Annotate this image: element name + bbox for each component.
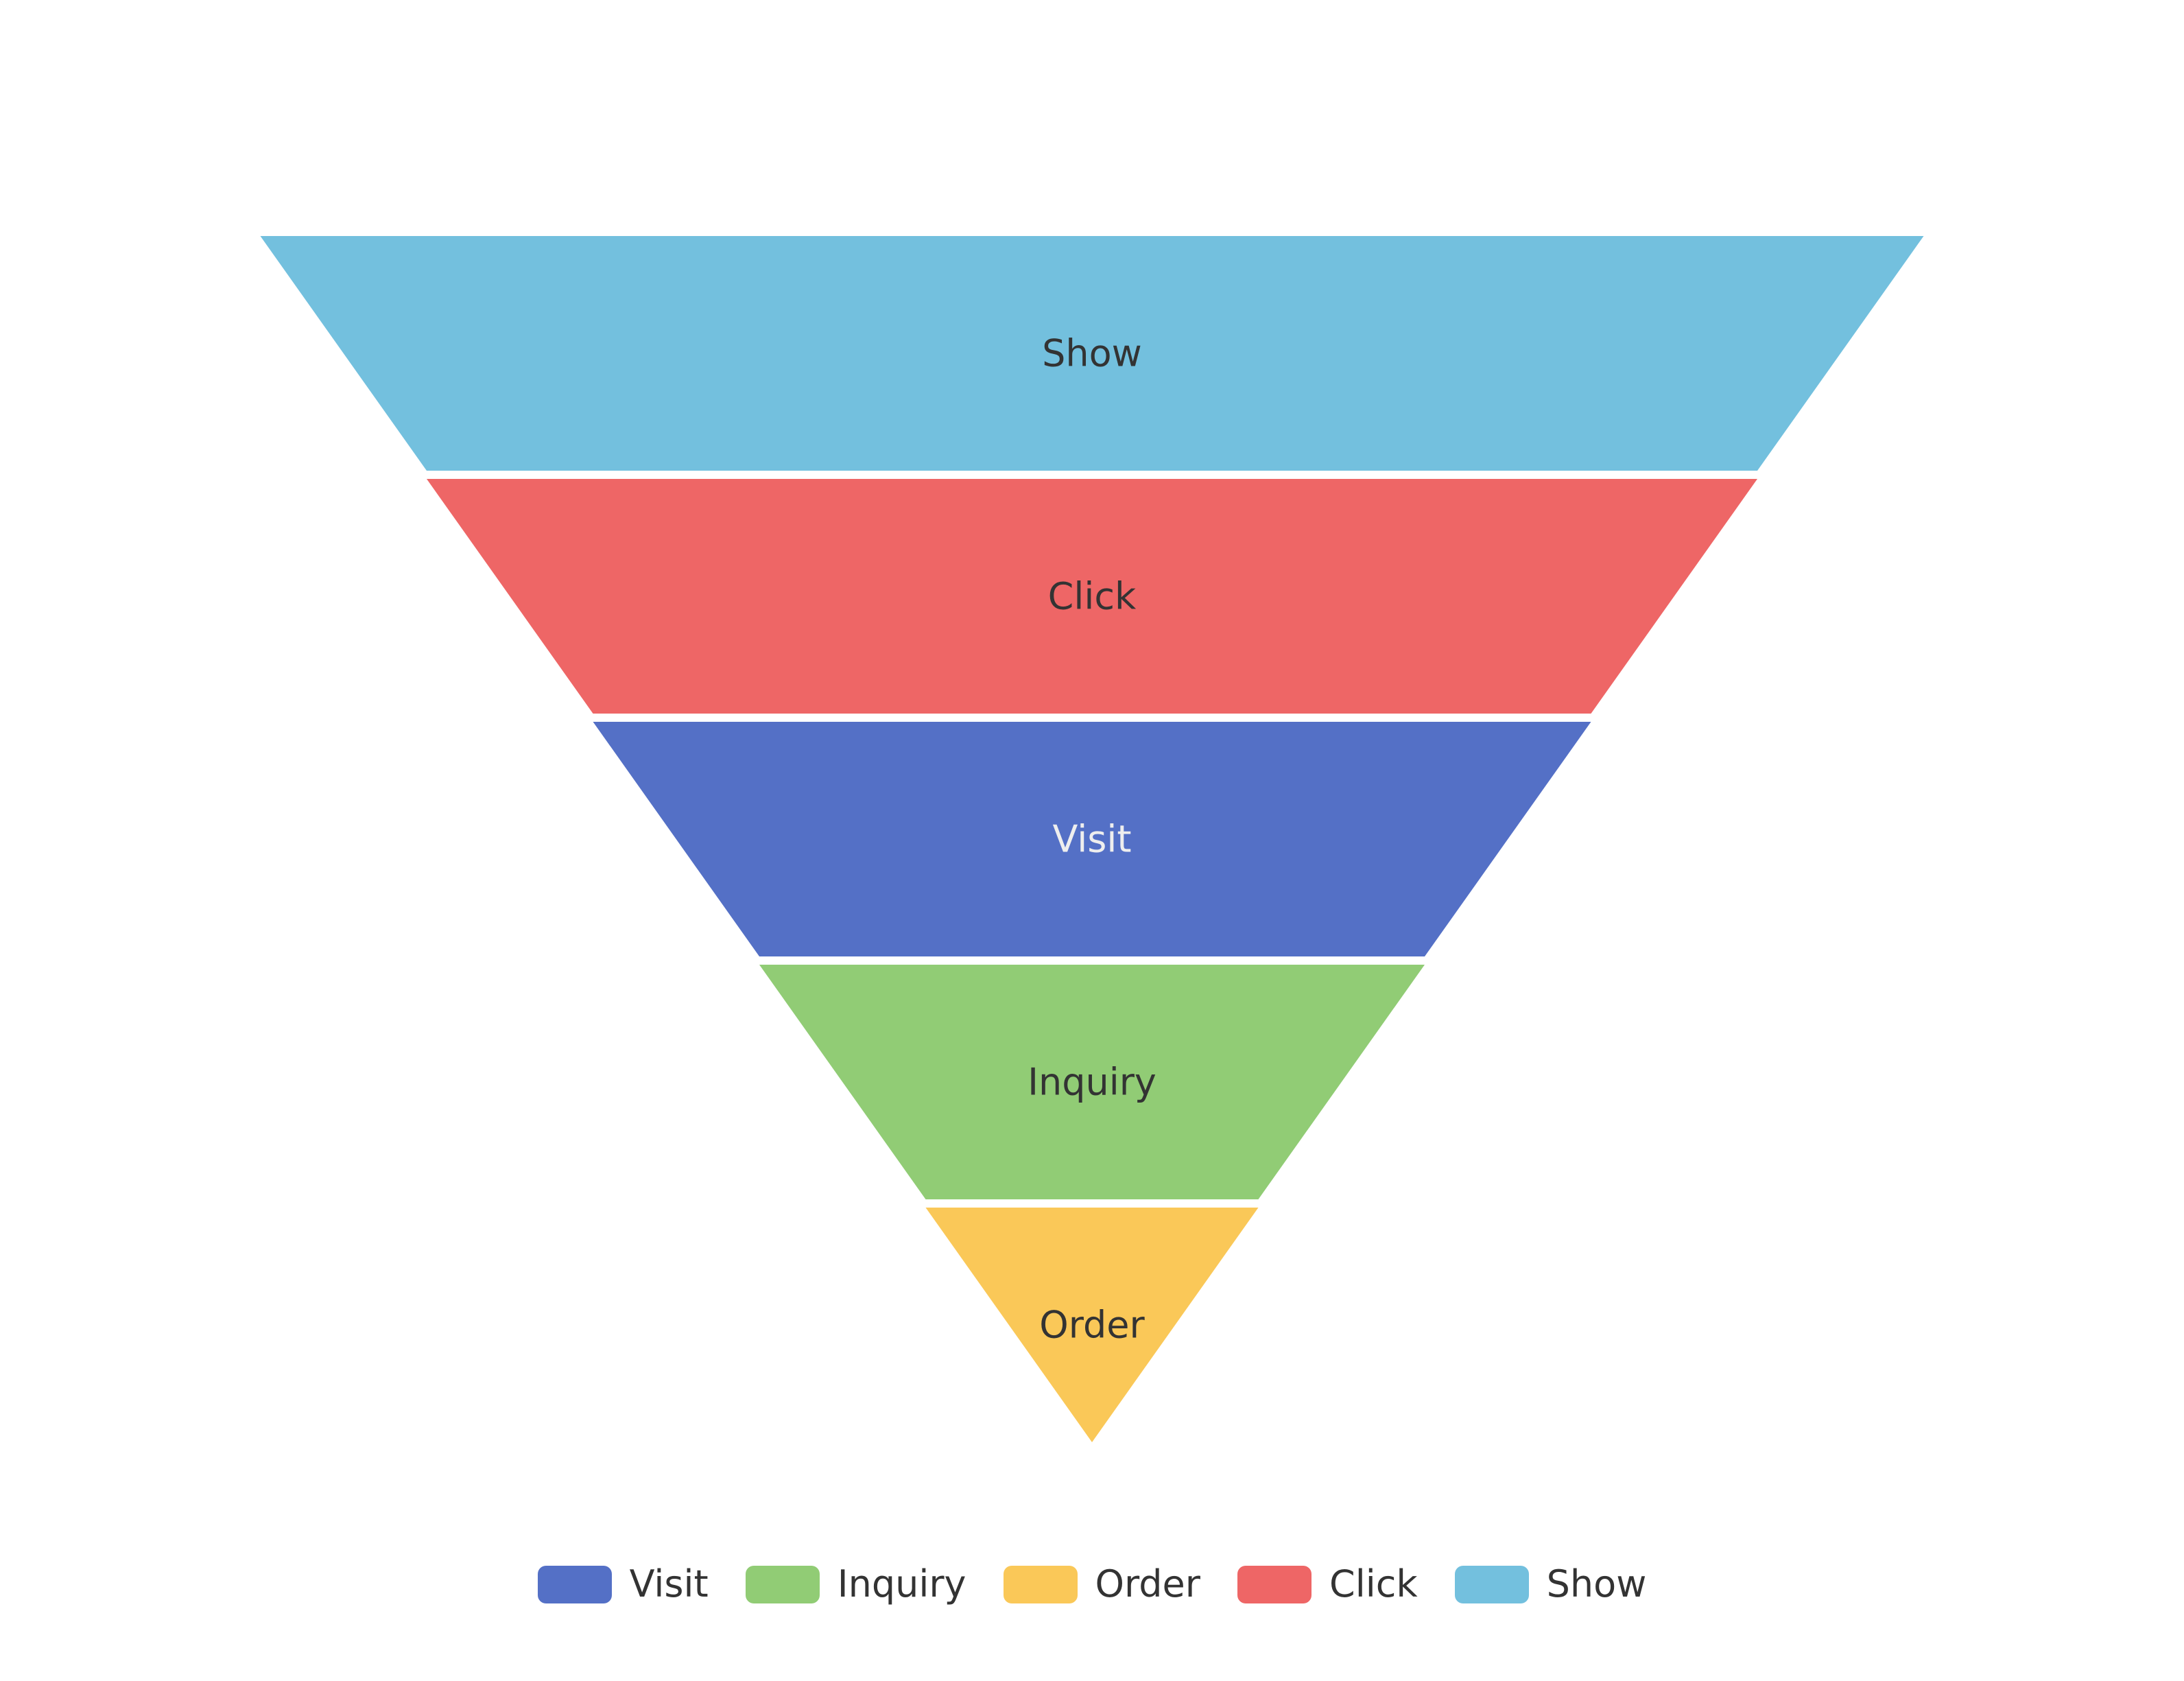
legend: Visit Inquiry Order Click Show [0,1565,2184,1603]
legend-swatch-icon [745,1565,820,1603]
funnel-label-show: Show [1042,332,1142,375]
legend-swatch-icon [1454,1565,1529,1603]
legend-swatch-icon [537,1565,612,1603]
legend-label: Show [1546,1562,1647,1606]
funnel-segment-click[interactable] [427,479,1757,714]
funnel-label-order: Order [1039,1304,1145,1347]
funnel-label-visit: Visit [1052,818,1131,861]
funnel-segment-show[interactable] [260,236,1924,471]
funnel-label-inquiry: Inquiry [1028,1061,1156,1104]
legend-label: Click [1329,1562,1418,1606]
legend-item-visit[interactable]: Visit [537,1562,709,1606]
funnel-segment-visit[interactable] [593,722,1591,956]
legend-item-click[interactable]: Click [1237,1565,1418,1603]
legend-label: Visit [629,1562,709,1606]
legend-swatch-icon [1003,1565,1078,1603]
legend-label: Order [1095,1562,1200,1606]
legend-swatch-icon [1237,1565,1311,1603]
funnel-segment-inquiry[interactable] [759,965,1425,1199]
funnel-label-click: Click [1048,575,1137,618]
legend-item-order[interactable]: Order [1003,1562,1200,1606]
legend-item-inquiry[interactable]: Inquiry [745,1562,966,1606]
legend-label: Inquiry [837,1562,966,1606]
legend-item-show[interactable]: Show [1454,1562,1647,1606]
funnel-segment-order[interactable] [925,1208,1259,1442]
